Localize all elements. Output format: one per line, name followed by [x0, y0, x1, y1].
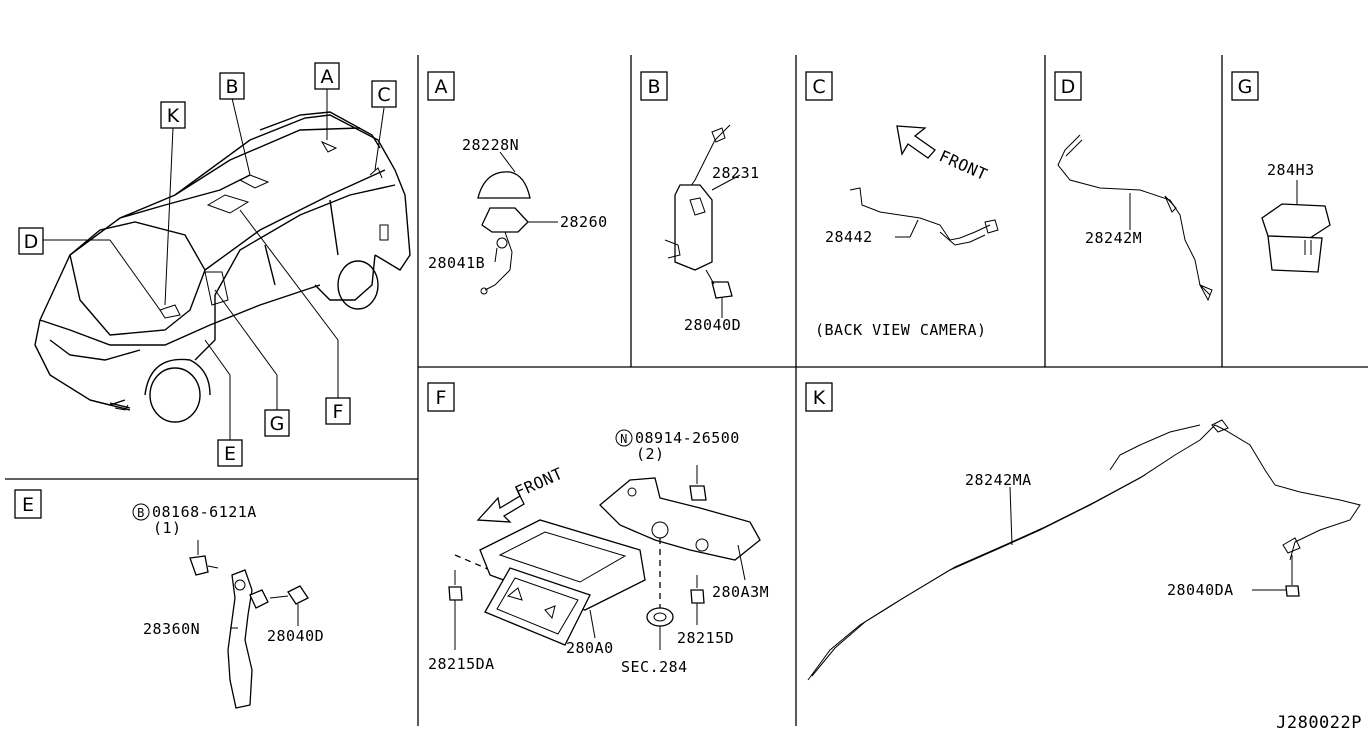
nut-qty: (2)	[636, 445, 665, 463]
part-28242M: 28242M	[1085, 229, 1142, 247]
callout-D: D	[24, 231, 39, 253]
section-C-label: C	[812, 76, 825, 98]
diagram-code: J280022P	[1276, 713, 1362, 733]
section-A-label: A	[435, 76, 448, 98]
monitor-frame	[479, 519, 646, 611]
nut-number: 08914-26500	[635, 429, 740, 447]
callout-G-box	[264, 409, 290, 437]
section-E: E B 08168-6121A (1) 28360N 28040D	[14, 489, 324, 709]
callout-C-box	[371, 80, 397, 108]
callout-A-box	[314, 62, 340, 90]
nut-marker-icon	[615, 429, 633, 447]
section-B-label: B	[647, 76, 660, 98]
section-K-label: K	[813, 387, 826, 409]
section-G: G 284H3	[1231, 71, 1331, 273]
bracket-280A3M	[599, 477, 761, 561]
part-28442: 28442	[825, 228, 873, 246]
clip-28040D	[287, 585, 309, 605]
callout-F: F	[333, 401, 344, 423]
bolt-prefix: B	[137, 506, 145, 520]
grommet	[646, 607, 674, 627]
section-B: B 28231 28040D	[640, 71, 760, 334]
part-28040D-B: 28040D	[684, 316, 741, 334]
section-D: D 28242M	[1054, 71, 1213, 302]
section-A: A 28228N 28260 28041B	[427, 71, 608, 295]
part-284H3: 284H3	[1267, 161, 1315, 179]
part-28260: 28260	[560, 213, 608, 231]
bolt-marker-icon	[132, 503, 150, 521]
callout-G: G	[270, 413, 285, 435]
control-unit	[674, 184, 713, 271]
part-28041B: 28041B	[428, 254, 485, 272]
monitor-screen	[484, 567, 591, 646]
callout-D-box	[18, 227, 44, 255]
part-28215D: 28215D	[677, 629, 734, 647]
part-28040DA: 28040DA	[1167, 581, 1234, 599]
section-F: F FRONT N 08914-26500 (2) 280A3M 280A0	[427, 382, 769, 676]
front-arrow-icon	[896, 125, 936, 159]
sec-ref-284: SEC.284	[621, 658, 688, 676]
part-28040D-E: 28040D	[267, 627, 324, 645]
antenna-cover	[477, 171, 531, 199]
antenna-base	[481, 207, 529, 233]
section-F-label: F	[436, 387, 447, 409]
callout-B: B	[225, 76, 238, 98]
part-280A3M: 280A3M	[712, 583, 769, 601]
overview-callouts: A B C D E F G K	[18, 62, 397, 467]
part-28360N: 28360N	[143, 620, 200, 638]
callout-C: C	[377, 84, 390, 106]
bolt-qty: (1)	[153, 519, 182, 537]
callout-B-box	[219, 72, 245, 100]
part-280A0: 280A0	[566, 639, 614, 657]
bolt-number: 08168-6121A	[152, 503, 257, 521]
vehicle-overview	[34, 88, 411, 440]
callout-K-box	[160, 101, 186, 129]
callout-A: A	[321, 66, 334, 88]
callout-E: E	[224, 443, 236, 465]
section-K: K 28242MA 28040DA	[805, 382, 1361, 681]
section-E-label: E	[22, 494, 34, 516]
part-28228N: 28228N	[462, 136, 519, 154]
callout-F-box	[325, 397, 351, 425]
callout-E-box	[217, 439, 243, 467]
section-C: C FRONT 28442 (BACK VIEW CAMERA)	[805, 71, 999, 339]
part-28231: 28231	[712, 164, 760, 182]
front-arrow-icon-F	[476, 495, 525, 523]
section-D-label: D	[1061, 76, 1076, 98]
section-G-label: G	[1238, 76, 1253, 98]
module-body	[1267, 235, 1323, 273]
part-28242MA: 28242MA	[965, 471, 1032, 489]
sensor-28360N	[227, 569, 253, 709]
front-label-F: FRONT	[512, 464, 566, 502]
panel-dividers	[5, 55, 1368, 726]
bolt-E	[189, 555, 209, 576]
nut-prefix: N	[620, 432, 628, 446]
front-label-C: FRONT	[936, 146, 990, 184]
back-view-camera-note: (BACK VIEW CAMERA)	[815, 321, 987, 339]
part-28215DA: 28215DA	[428, 655, 495, 673]
module-top	[1261, 203, 1331, 239]
callout-K: K	[167, 105, 180, 127]
